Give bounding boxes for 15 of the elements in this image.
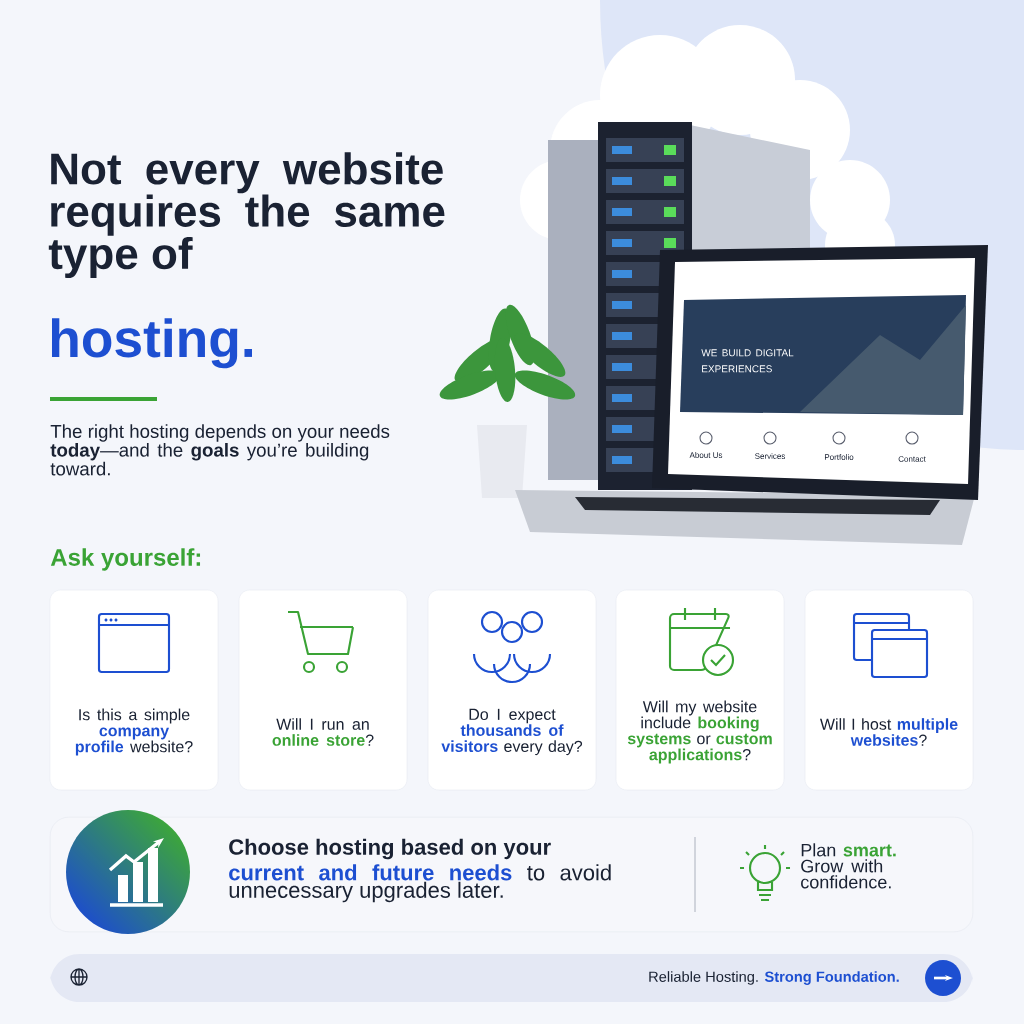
screen-menu-label: Contact [898,456,926,462]
question-card: Do I expect thousands of visitors every day? [427,589,597,791]
footer-bar: Reliable Hosting. Strong Foundation. [50,954,973,1002]
screen-headline: WE BUILD DIGITAL EXPERIENCES [701,349,794,373]
section-heading: Ask yourself: [50,548,201,571]
screen-menu-label: Services [755,453,786,459]
question-card: Will I host multiple websites? [804,589,974,791]
headline-highlight: hosting. [52,318,252,369]
intro-paragraph: The right hosting depends on your needs today—and the goals you’re building toward. [50,424,390,476]
question-card: Will my website include booking systems or custom applications? [615,589,785,791]
screen-menu-label: Portfolio [825,454,854,460]
question-card: Will I run an online store? [238,589,408,791]
screen-menu-label: About Us [689,452,723,458]
question-card: Is this a simple company profile website? [49,589,219,791]
headline: Not every website requires the same type of [48,152,445,278]
